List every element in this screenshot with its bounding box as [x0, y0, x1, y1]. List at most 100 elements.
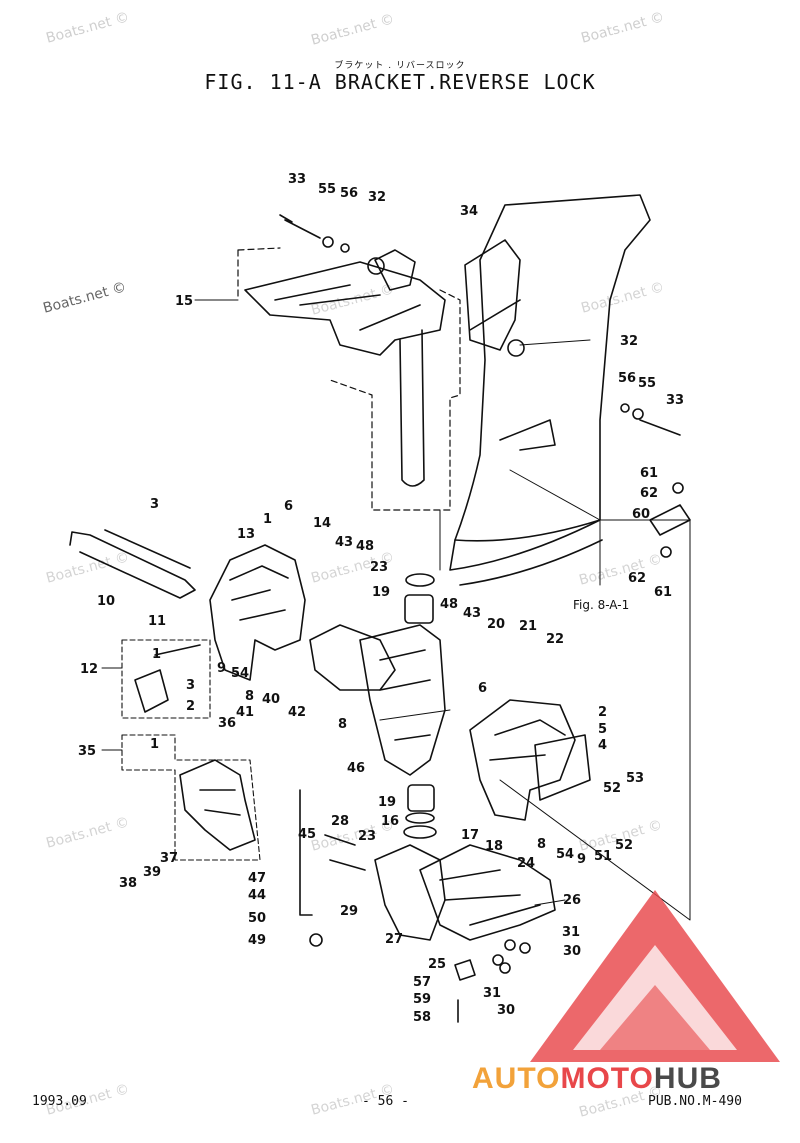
diagram-subtitle-jp: ブラケット . リバースロック: [334, 61, 466, 71]
callout: 6: [284, 499, 293, 514]
callout: 59: [413, 992, 431, 1007]
rod-3: [104, 529, 191, 569]
washer-55-right: [632, 408, 644, 420]
rod-47: [299, 789, 313, 916]
callout: 43: [335, 535, 353, 550]
washer-16: [405, 812, 435, 824]
logo-part-moto: MOTO: [560, 1062, 654, 1095]
callout: 1: [152, 647, 161, 662]
group-box-15: [237, 247, 461, 511]
nut-30-low: [499, 962, 511, 974]
callout: 12: [80, 662, 98, 677]
callout: 50: [248, 911, 266, 926]
callout: 56: [340, 186, 358, 201]
callout: 33: [288, 172, 306, 187]
callout: 21: [519, 619, 537, 634]
lower-bracket: [374, 844, 446, 941]
callout: 34: [460, 204, 478, 219]
callout: 26: [563, 893, 581, 908]
automotohub-logo-icon: [530, 890, 780, 1062]
callout: 46: [347, 761, 365, 776]
swivel-pin-top: [374, 249, 416, 291]
callout: 27: [385, 932, 403, 947]
nut-56-right: [620, 403, 630, 413]
bracket-plate: [534, 734, 591, 801]
callout: 24: [517, 856, 535, 871]
reverse-lock-rod: [69, 531, 196, 599]
callout-labels: 33 55 56 32 34 15 32 56 55 33 61 62 60 6…: [78, 172, 684, 1025]
nut-57: [454, 959, 476, 981]
callout: 48: [356, 539, 374, 554]
bolt-29: [329, 859, 366, 871]
callout: 58: [413, 1010, 431, 1025]
callout: 28: [331, 814, 349, 829]
swivel-bracket: [359, 624, 446, 776]
callout: 60: [632, 507, 650, 522]
callout: 51: [594, 849, 612, 864]
nut-30: [519, 942, 531, 954]
callout: 16: [381, 814, 399, 829]
bushing-19-top: [404, 594, 434, 624]
callout: 32: [620, 334, 638, 349]
callout: 23: [358, 829, 376, 844]
callout: 55: [318, 182, 336, 197]
swivel-housing: [244, 261, 446, 356]
bracket-left: [209, 544, 306, 681]
group-box-12: [121, 639, 211, 719]
footer-page-number: - 56 -: [362, 1094, 409, 1109]
callout: 45: [298, 827, 316, 842]
callout: 14: [313, 516, 331, 531]
tilt-lever: [309, 624, 396, 691]
bolt-33-right: [639, 419, 681, 436]
lower-mount: [419, 844, 556, 941]
callout: 56: [618, 371, 636, 386]
callout: 4: [598, 738, 607, 753]
parts-drawing: [69, 194, 691, 1023]
footer-date: 1993.09: [32, 1094, 87, 1109]
callout: 23: [370, 560, 388, 575]
callout: 9: [217, 661, 226, 676]
bushing-32-right: [507, 339, 525, 357]
bushing-19-bottom: [407, 784, 435, 812]
cap-49: [309, 933, 323, 947]
callout: 1: [263, 512, 272, 527]
callout: 3: [186, 678, 195, 693]
callout: 2: [186, 699, 195, 714]
washer-23-bottom: [403, 825, 437, 839]
bolt-61-bottom: [660, 546, 672, 558]
reference-note: Fig. 8-A-1: [573, 598, 630, 612]
steering-shaft: [399, 329, 425, 487]
callout: 6: [478, 681, 487, 696]
callout: 8: [537, 837, 546, 852]
callout: 17: [461, 828, 479, 843]
washer-31: [504, 939, 516, 951]
callout: 32: [368, 190, 386, 205]
callout: 62: [628, 571, 646, 586]
bushing-32-top: [367, 257, 385, 275]
callout: 19: [378, 795, 396, 810]
callout: 10: [97, 594, 115, 609]
callout: 52: [603, 781, 621, 796]
bracket-right: [469, 699, 576, 821]
callout: 37: [160, 851, 178, 866]
tilt-stop-bracket: [179, 759, 256, 851]
callout: 39: [143, 865, 161, 880]
callout: 52: [615, 838, 633, 853]
callout: 13: [237, 527, 255, 542]
callout: 54: [556, 847, 574, 862]
callout: 53: [626, 771, 644, 786]
callout: 41: [236, 705, 254, 720]
lock-plate: [134, 669, 169, 713]
footer-pub-number: PUB.NO.M-490: [648, 1094, 742, 1109]
callout: 20: [487, 617, 505, 632]
callout: 40: [262, 692, 280, 707]
logo-part-hub: HUB: [653, 1062, 722, 1095]
leader-lines: [101, 299, 691, 921]
callout: 38: [119, 876, 137, 891]
callout: 62: [640, 486, 658, 501]
callout: 11: [148, 614, 166, 629]
callout: 31: [483, 986, 501, 1001]
logo-part-auto: AUTO: [472, 1062, 561, 1095]
callout: 47: [248, 871, 266, 886]
